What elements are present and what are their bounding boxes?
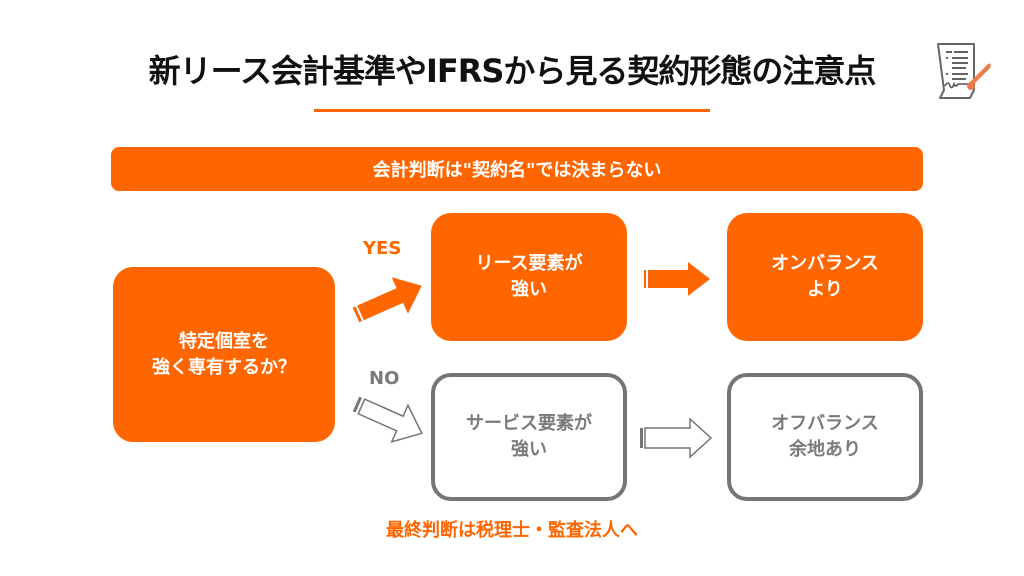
on-balance-box: オンバランス より — [727, 213, 923, 341]
service-element-text: サービス要素が 強い — [466, 413, 592, 460]
question-box: 特定個室を 強く専有するか？ — [113, 267, 335, 442]
no-label: NO — [369, 368, 400, 389]
lease-element-text: リース要素が 強い — [475, 253, 583, 300]
lease-element-box: リース要素が 強い — [431, 213, 627, 341]
yes-arrow-icon — [352, 277, 422, 323]
off-balance-text: オフバランス 余地あり — [771, 413, 879, 460]
page-title: 新リース会計基準やIFRSから見る契約形態の注意点 — [148, 52, 877, 90]
on-balance-text: オンバランス より — [771, 253, 879, 300]
question-text: 特定個室を 強く専有するか？ — [152, 330, 296, 378]
on-balance-arrow-icon — [644, 262, 710, 296]
off-balance-box: オフバランス 余地あり — [727, 373, 923, 501]
off-balance-arrow-icon — [640, 417, 713, 459]
service-element-box: サービス要素が 強い — [431, 373, 627, 501]
key-message-banner: 会計判断は"契約名"では決まらない — [111, 147, 923, 191]
contract-signing-icon — [937, 43, 991, 99]
yes-label: YES — [363, 238, 402, 259]
no-arrow-icon — [352, 396, 423, 443]
footer-note: 最終判断は税理士・監査法人へ — [386, 520, 638, 541]
banner-text: 会計判断は"契約名"では決まらない — [372, 160, 662, 181]
title-underline — [314, 109, 710, 112]
